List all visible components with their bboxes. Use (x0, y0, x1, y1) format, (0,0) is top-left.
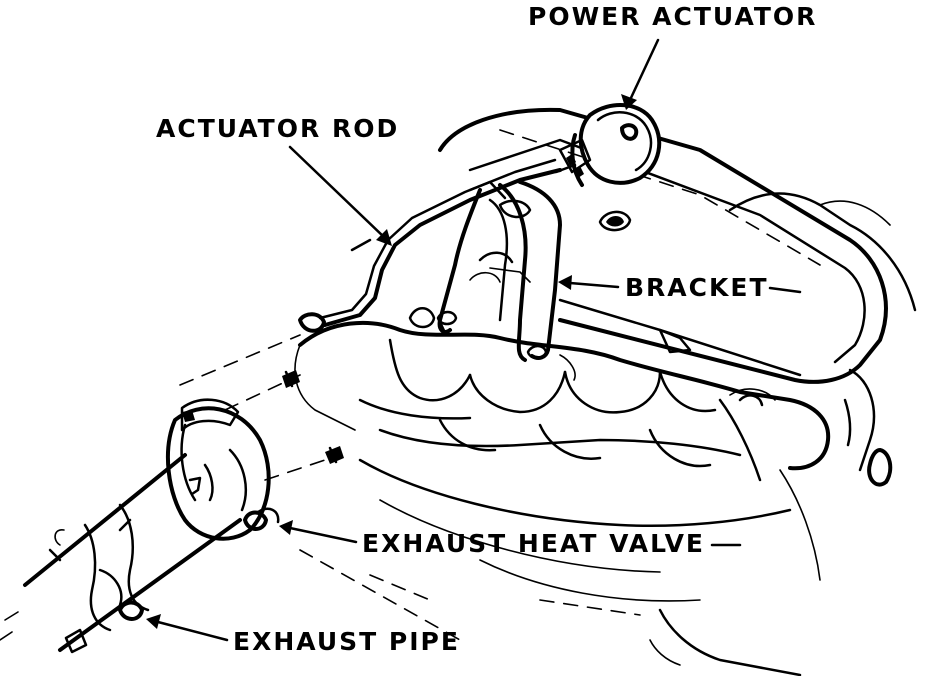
leader-lines (146, 38, 802, 642)
power-actuator (554, 102, 662, 187)
exhaust-pipe (0, 453, 242, 654)
exhaust-heat-valve (165, 398, 280, 541)
power-actuator-label: POWER ACTUATOR (528, 2, 817, 31)
actuator-rod-label: ACTUATOR ROD (156, 114, 399, 143)
bracket (436, 180, 562, 362)
engine-assembly (294, 107, 917, 676)
exhaust-pipe-label: EXHAUST PIPE (233, 627, 460, 656)
mounting-studs (179, 334, 461, 641)
exhaust-heat-valve-label: EXHAUST HEAT VALVE (362, 529, 705, 558)
bracket-label: BRACKET (625, 273, 769, 302)
